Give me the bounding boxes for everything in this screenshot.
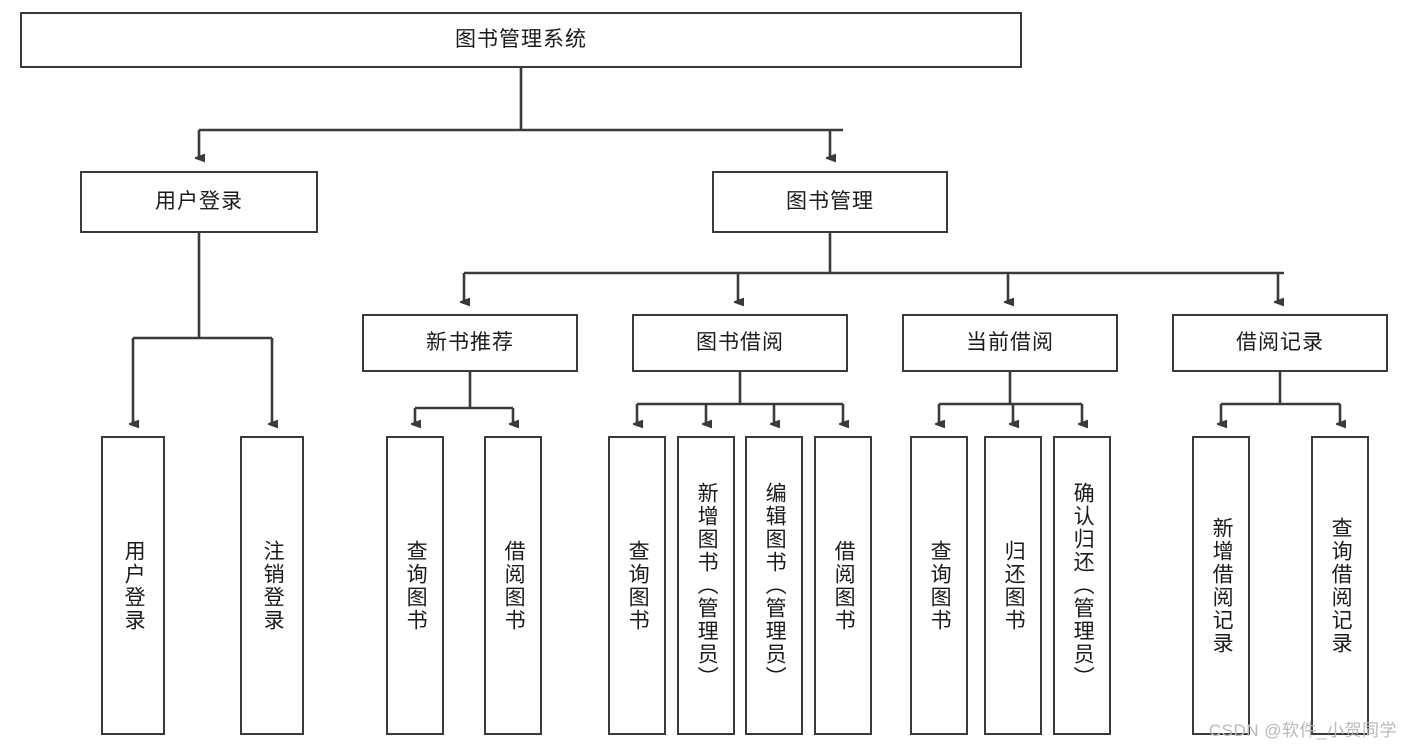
node-book-manage[interactable]: 图书管理 — [712, 171, 948, 233]
node-root[interactable]: 图书管理系统 — [20, 12, 1022, 68]
node-leaf-borrow-book-1[interactable]: 借阅图书 — [484, 436, 542, 735]
node-leaf-query-borrow-record-label: 查询借阅记录 — [1329, 516, 1353, 655]
node-user-login-label: 用户登录 — [155, 190, 243, 214]
node-leaf-logout-label: 注销登录 — [261, 539, 285, 632]
node-leaf-borrow-book-2-label: 借阅图书 — [832, 539, 856, 632]
node-leaf-query-book-2-label: 查询图书 — [626, 539, 650, 632]
node-leaf-add-borrow-record[interactable]: 新增借阅记录 — [1192, 436, 1250, 735]
node-leaf-query-book-3[interactable]: 查询图书 — [910, 436, 968, 735]
node-leaf-borrow-book-2[interactable]: 借阅图书 — [814, 436, 872, 735]
node-book-manage-label: 图书管理 — [786, 190, 874, 214]
node-leaf-user-login-label: 用户登录 — [122, 539, 146, 632]
node-leaf-logout[interactable]: 注销登录 — [240, 436, 304, 735]
node-leaf-query-book-2[interactable]: 查询图书 — [608, 436, 666, 735]
node-leaf-confirm-return-admin-label: 确认归还（管理员） — [1071, 482, 1095, 689]
node-leaf-add-book-admin[interactable]: 新增图书（管理员） — [677, 436, 735, 735]
node-user-login[interactable]: 用户登录 — [80, 171, 318, 233]
node-leaf-query-book-1-label: 查询图书 — [404, 539, 428, 632]
node-leaf-edit-book-admin[interactable]: 编辑图书（管理员） — [745, 436, 803, 735]
node-leaf-query-borrow-record[interactable]: 查询借阅记录 — [1311, 436, 1369, 735]
node-book-borrow-label: 图书借阅 — [696, 331, 784, 355]
node-leaf-return-book-label: 归还图书 — [1002, 539, 1026, 632]
node-leaf-query-book-1[interactable]: 查询图书 — [386, 436, 444, 735]
node-leaf-add-borrow-record-label: 新增借阅记录 — [1210, 516, 1234, 655]
node-leaf-query-book-3-label: 查询图书 — [928, 539, 952, 632]
node-leaf-borrow-book-1-label: 借阅图书 — [502, 539, 526, 632]
node-new-book-recommend-label: 新书推荐 — [426, 331, 514, 355]
node-leaf-add-book-admin-label: 新增图书（管理员） — [695, 482, 719, 689]
node-leaf-user-login[interactable]: 用户登录 — [101, 436, 165, 735]
node-book-borrow[interactable]: 图书借阅 — [632, 314, 848, 372]
node-leaf-return-book[interactable]: 归还图书 — [984, 436, 1042, 735]
node-borrow-record[interactable]: 借阅记录 — [1172, 314, 1388, 372]
node-current-borrow[interactable]: 当前借阅 — [902, 314, 1118, 372]
node-leaf-edit-book-admin-label: 编辑图书（管理员） — [763, 482, 787, 689]
watermark-text: CSDN @软件_小贺同学 — [1208, 721, 1397, 740]
node-new-book-recommend[interactable]: 新书推荐 — [362, 314, 578, 372]
node-borrow-record-label: 借阅记录 — [1236, 331, 1324, 355]
node-leaf-confirm-return-admin[interactable]: 确认归还（管理员） — [1053, 436, 1111, 735]
node-root-label: 图书管理系统 — [455, 28, 587, 52]
node-current-borrow-label: 当前借阅 — [966, 331, 1054, 355]
